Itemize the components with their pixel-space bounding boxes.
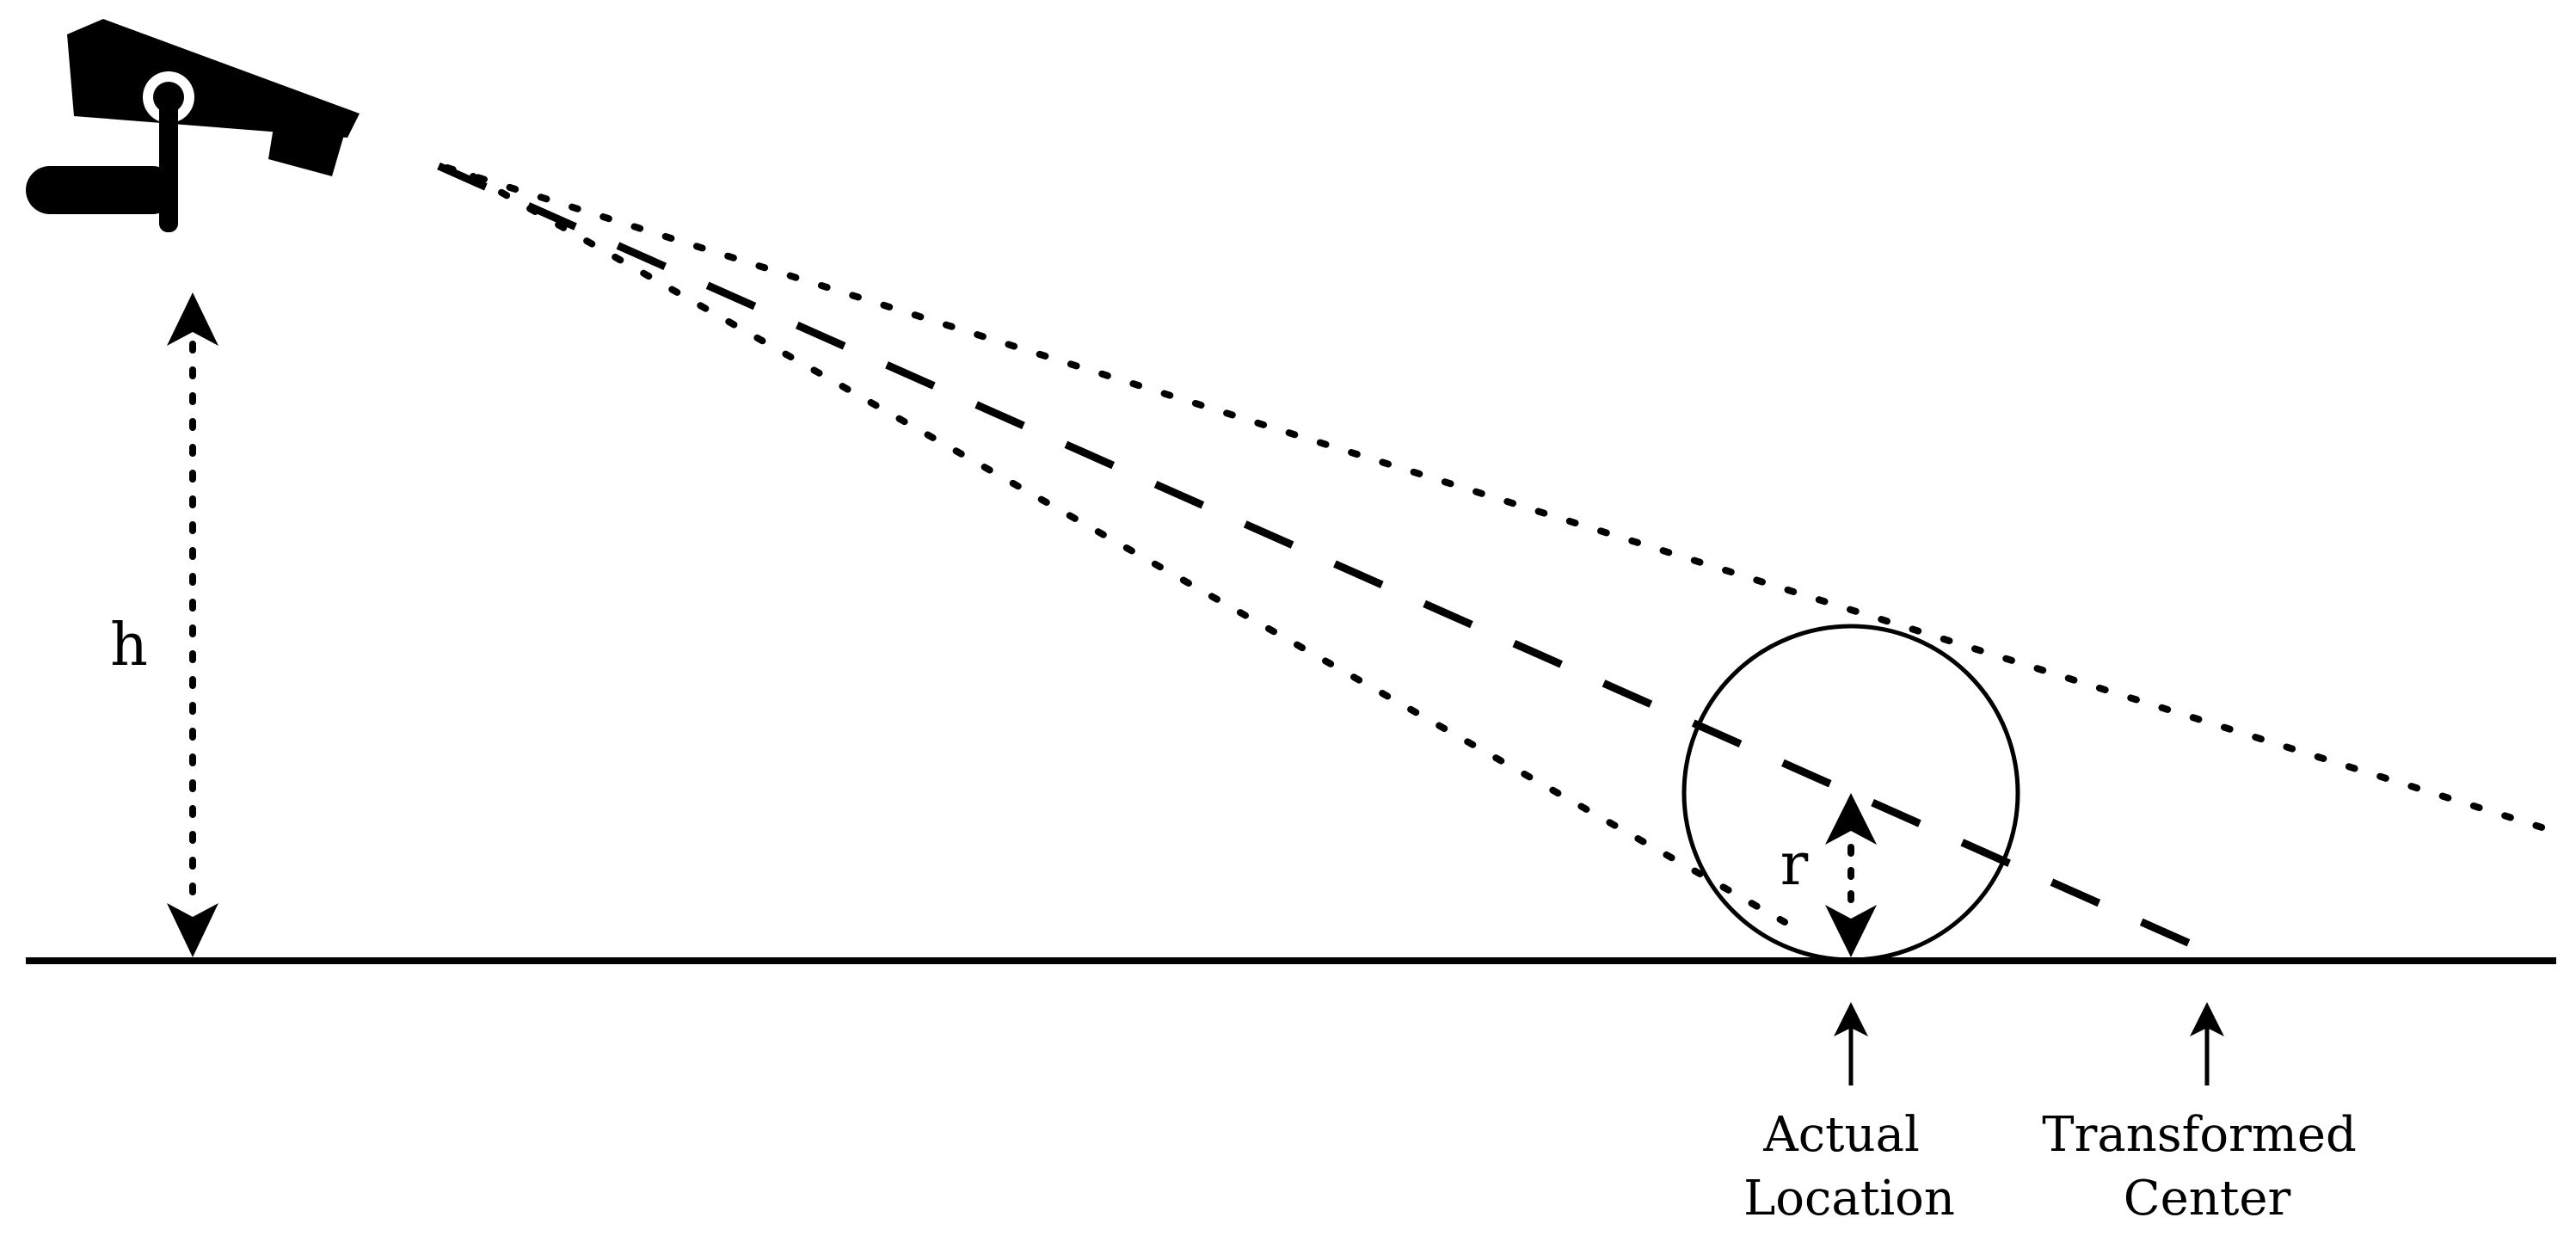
center-ray — [437, 162, 2205, 954]
radius-arrow — [1825, 793, 1877, 957]
radius-label: r — [1780, 831, 1809, 899]
lower-tangent-ray — [470, 173, 1788, 925]
upper-tangent-ray — [444, 164, 2554, 833]
transformed-center-label: Transformed Center — [2042, 1107, 2371, 1227]
transformed-center-arrow — [2190, 1002, 2224, 1085]
object-circle — [1681, 624, 2020, 962]
height-arrow — [167, 292, 218, 957]
security-camera-icon — [26, 19, 360, 232]
height-label: h — [110, 612, 148, 679]
actual-location-label: Actual Location — [1743, 1107, 1955, 1227]
actual-location-arrow — [1834, 1002, 1868, 1085]
